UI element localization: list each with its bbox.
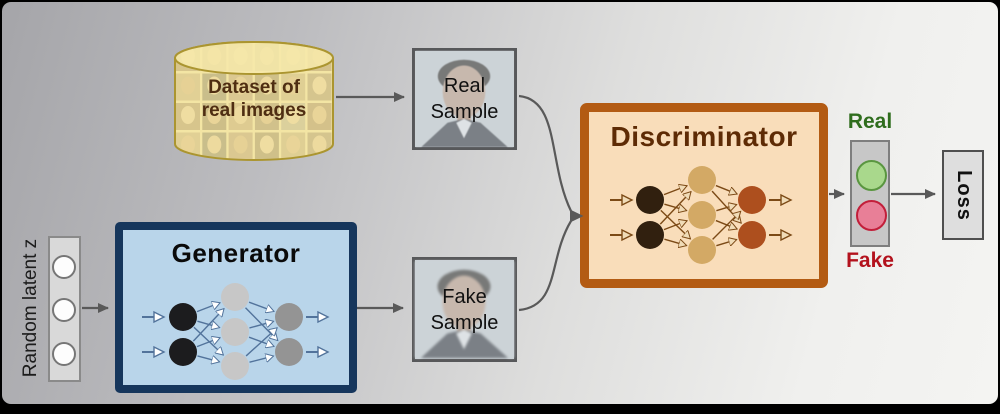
latent-node-2 [52,298,76,322]
generator-title: Generator [171,238,301,268]
latent-node-1 [52,255,76,279]
loss-label: Loss [952,169,975,221]
cylinder-top [174,41,334,75]
latent-label: Random latent z [20,238,41,378]
latent-vector-box [48,236,81,382]
fake-sample-label-line1: Fake [442,285,487,308]
dataset-label-line1: Dataset of [208,77,300,98]
output-box [850,140,890,247]
dataset-label: Dataset of real images [173,76,335,122]
loss-box: Loss [942,150,984,240]
real-output-node [856,160,887,191]
real-sample-label-line2: Sample [430,101,499,123]
dataset-label-line2: real images [201,100,307,122]
dataset-cylinder-icon [174,41,334,161]
fake-output-node [856,200,887,231]
fake-sample-box: Fake Sample [412,257,517,362]
output-fake-label: Fake [846,249,894,272]
discriminator-box: Discriminator [580,103,828,288]
fake-sample-label: Fake Sample [415,260,514,359]
discriminator-title: Discriminator [610,121,798,152]
real-sample-box: Real Sample [412,48,517,150]
fake-sample-label-line2: Sample [430,311,499,334]
latent-node-3 [52,342,76,366]
output-real-label: Real [847,110,893,133]
real-sample-label-line1: Real [443,75,486,97]
real-sample-label: Real Sample [415,51,514,147]
generator-box: Generator [115,222,357,393]
